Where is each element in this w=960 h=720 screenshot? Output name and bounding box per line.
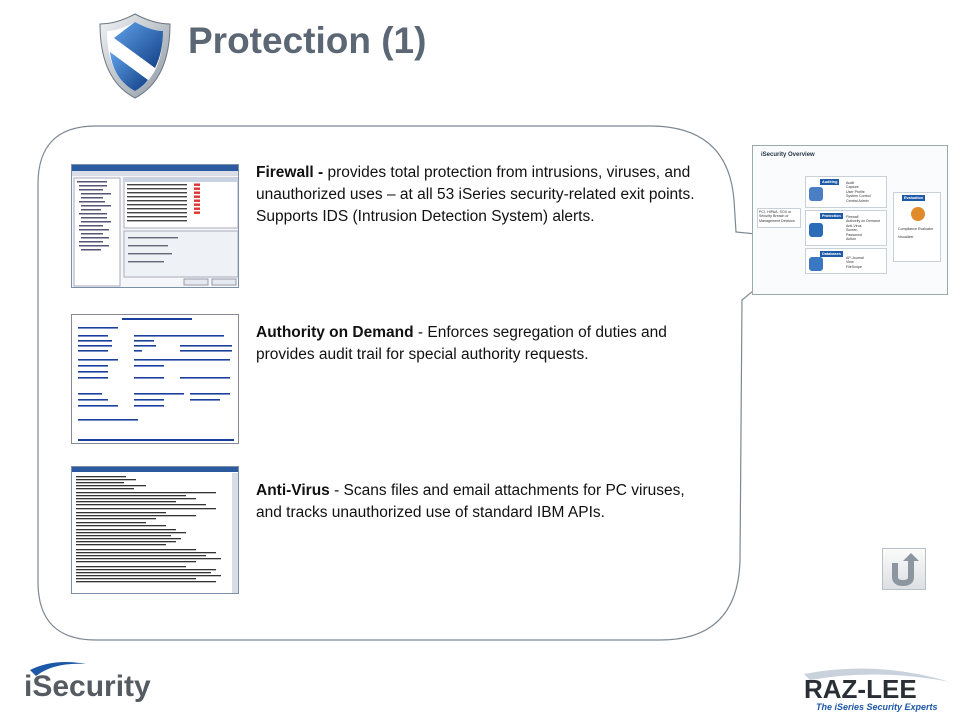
overview-auditing-label: Auditing bbox=[820, 179, 840, 185]
firewall-body: provides total protection from intrusion… bbox=[256, 164, 695, 225]
return-button[interactable] bbox=[882, 548, 926, 590]
anti-virus-screenshot bbox=[71, 466, 239, 594]
raz-lee-company-text: RAZ-LEE bbox=[804, 674, 917, 704]
anti-virus-body: - Scans files and email attachments for … bbox=[256, 482, 685, 521]
firewall-screenshot bbox=[71, 164, 239, 288]
return-arrow-icon bbox=[892, 553, 919, 587]
raz-lee-logo: RAZ-LEE The iSeries Security Experts bbox=[804, 668, 950, 712]
shield-small-icon bbox=[809, 223, 823, 237]
firewall-heading: Firewall - bbox=[256, 164, 324, 181]
authority-on-demand-heading: Authority on Demand bbox=[256, 324, 414, 341]
overview-title: iSecurity Overview bbox=[761, 152, 815, 158]
database-icon bbox=[809, 257, 823, 271]
anti-virus-description: Anti-Virus - Scans files and email attac… bbox=[256, 480, 696, 524]
authority-on-demand-screenshot bbox=[71, 314, 239, 444]
shield-icon bbox=[99, 13, 171, 99]
person-icon bbox=[911, 207, 925, 221]
isecurity-logo: iSecurity bbox=[24, 662, 151, 703]
page-title: Protection (1) bbox=[188, 20, 427, 61]
anti-virus-heading: Anti-Virus bbox=[256, 482, 330, 499]
authority-on-demand-body: - Enforces segregation of duties and pro… bbox=[256, 324, 667, 363]
isecurity-overview-diagram: iSecurity Overview PCI, HIPAA, SOX or Se… bbox=[752, 145, 948, 295]
magnifier-icon bbox=[809, 187, 823, 201]
overview-evaluation-label: Evaluation bbox=[902, 195, 926, 201]
overview-note: PCI, HIPAA, SOX or Security Breach or Ma… bbox=[757, 208, 801, 228]
firewall-description: Firewall - provides total protection fro… bbox=[256, 162, 696, 228]
raz-lee-tagline: The iSeries Security Experts bbox=[816, 702, 938, 712]
overview-databases-label: Databases bbox=[820, 251, 843, 257]
isecurity-logo-text: iSecurity bbox=[24, 670, 151, 703]
authority-on-demand-description: Authority on Demand - Enforces segregati… bbox=[256, 322, 696, 366]
overview-protection-label: Protection bbox=[820, 213, 843, 219]
